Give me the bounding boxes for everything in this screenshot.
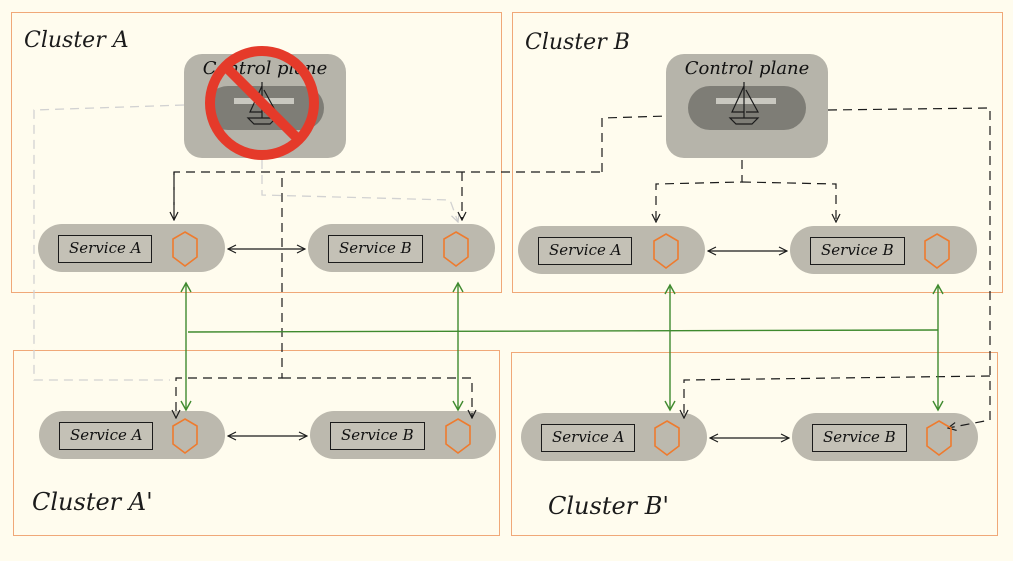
cluster-a-prime-label: Cluster A': [32, 488, 153, 516]
cluster-b-prime-service-a: Service A: [521, 413, 707, 461]
cluster-a-service-a: Service A: [38, 224, 225, 272]
cross-cluster-links: [180, 281, 944, 412]
sidecar-proxy-icon: [172, 231, 952, 456]
service-a-label: Service A: [538, 237, 633, 265]
cluster-b-dashed-paths: [656, 107, 991, 428]
cluster-a-label: Cluster A: [24, 28, 129, 53]
service-b-label: Service B: [810, 237, 905, 265]
cluster-b-label: Cluster B: [525, 30, 630, 55]
service-a-label: Service A: [541, 424, 636, 452]
disabled-control-plane-a-paths: [33, 104, 458, 381]
service-b-label: Service B: [328, 235, 423, 263]
cluster-a-prime-service-b: Service B: [310, 411, 496, 459]
cluster-a-prime-service-a: Service A: [39, 411, 225, 459]
control-plane-b-core: [688, 86, 806, 130]
control-plane-b-label: Control plane: [684, 58, 810, 79]
cluster-a-dashed-paths: [174, 115, 669, 418]
cluster-b-prime-label: Cluster B': [548, 492, 669, 520]
prohibited-icon: [205, 46, 319, 160]
cluster-a-prime: [13, 350, 500, 536]
cluster-a: [11, 12, 502, 293]
service-b-label: Service B: [330, 422, 425, 450]
service-a-label: Service A: [58, 235, 153, 263]
cluster-b-prime: [511, 352, 998, 536]
cluster-b-prime-service-b: Service B: [792, 413, 978, 461]
cluster-b-service-b: Service B: [790, 226, 977, 274]
control-plane-b: Control plane: [666, 54, 828, 158]
cluster-a-service-b: Service B: [308, 224, 495, 272]
cluster-b: [512, 12, 1003, 293]
service-a-label: Service A: [59, 422, 154, 450]
cluster-b-service-a: Service A: [518, 226, 705, 274]
service-links: [228, 249, 789, 438]
service-b-label: Service B: [812, 424, 907, 452]
